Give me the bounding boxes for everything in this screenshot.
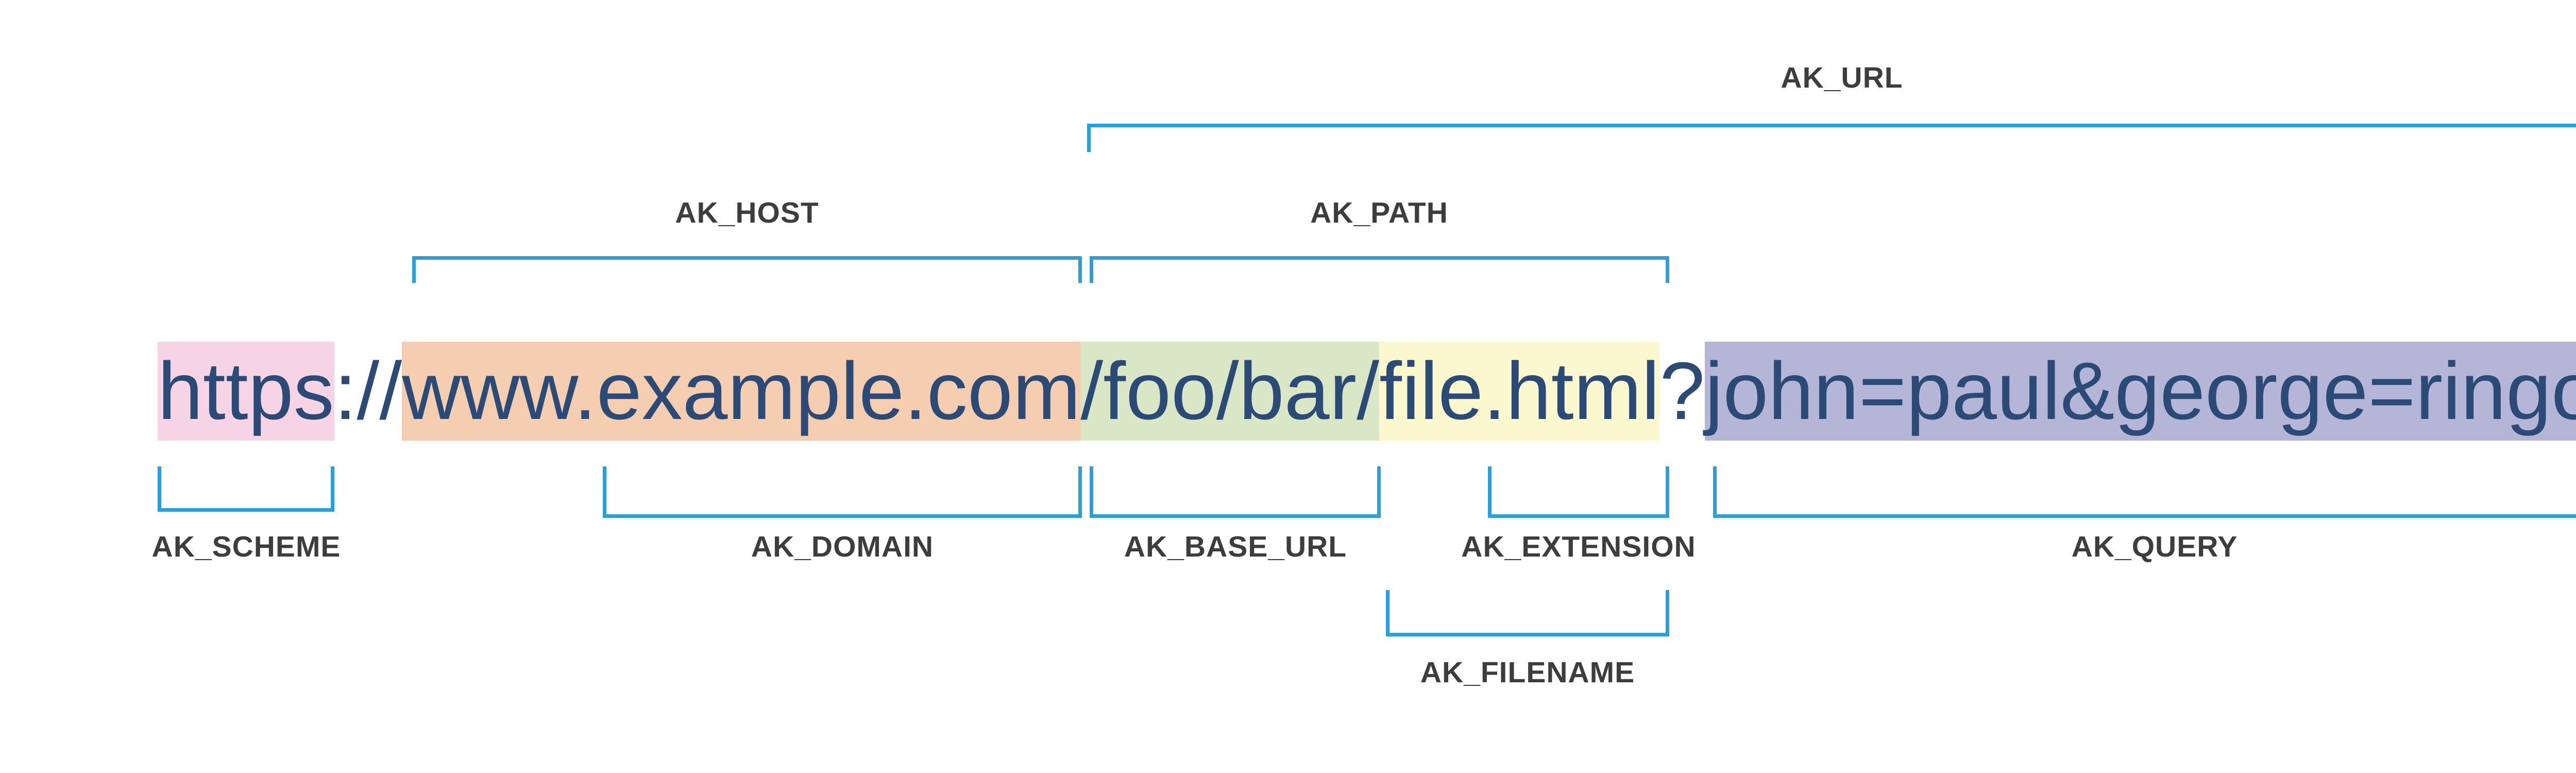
- label-ak-domain: AK_DOMAIN: [751, 530, 934, 563]
- url-segment-query-separator: ?: [1659, 346, 1705, 436]
- bracket-ak-extension: [1488, 466, 1669, 518]
- bracket-ak-scheme: [158, 466, 334, 512]
- url-text: https :// www.example.com /foo/bar/ file…: [158, 342, 2576, 441]
- url-segment-host: www.example.com: [402, 342, 1081, 441]
- url-segment-scheme: https: [158, 342, 334, 441]
- url-segment-base-path: /foo/bar/: [1080, 342, 1380, 441]
- url-segment-query: john=paul&george=ringo: [1705, 342, 2576, 441]
- bracket-ak-domain: [603, 466, 1082, 518]
- bracket-ak-url: [1087, 124, 2576, 152]
- bracket-ak-path: [1090, 256, 1669, 283]
- bracket-ak-host: [412, 256, 1082, 283]
- label-ak-base-url: AK_BASE_URL: [1124, 530, 1347, 563]
- bracket-ak-query: [1713, 466, 2576, 518]
- label-ak-url: AK_URL: [1781, 61, 1903, 94]
- label-ak-host: AK_HOST: [675, 196, 819, 229]
- label-ak-filename: AK_FILENAME: [1420, 656, 1635, 689]
- bracket-ak-filename: [1386, 590, 1669, 636]
- label-ak-extension: AK_EXTENSION: [1461, 530, 1696, 563]
- label-ak-path: AK_PATH: [1310, 196, 1448, 229]
- url-segment-filename: file.html: [1379, 342, 1660, 441]
- label-ak-scheme: AK_SCHEME: [151, 530, 341, 563]
- bracket-ak-base-url: [1090, 466, 1381, 518]
- url-segment-scheme-separator: ://: [334, 346, 402, 436]
- label-ak-query: AK_QUERY: [2071, 530, 2238, 563]
